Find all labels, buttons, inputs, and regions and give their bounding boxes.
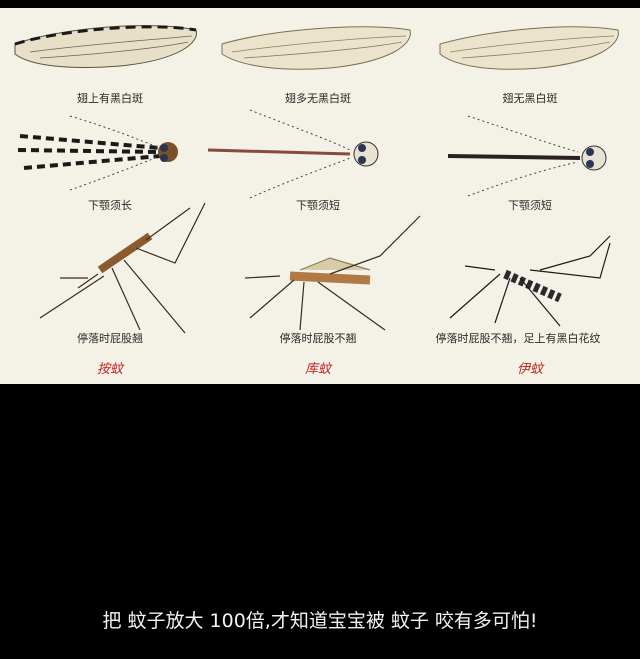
label-rest-anopheles: 停落时屁股翘	[77, 332, 143, 345]
label-wing-culex: 翅多无黑白斑	[285, 92, 351, 105]
mosquito-culex-resting	[244, 215, 421, 331]
caption-text: 把 蚊子放大 100倍,才知道宝宝被 蚊子 咬有多可怕!	[102, 610, 538, 632]
label-rest-aedes: 停落时屁股不翘，足上有黑白花纹	[435, 332, 601, 345]
wing-culex	[221, 26, 411, 70]
mosquito-illustration	[14, 25, 619, 334]
wing-anopheles	[14, 25, 197, 68]
species-culex: 库蚊	[304, 362, 331, 377]
illustration-panel: 翅上有黑白斑 下颚须长 停落时屁股翘 按蚊 翅多无黑白斑 下颚须短 停落时屁股不…	[0, 8, 640, 384]
head-anopheles	[17, 115, 178, 191]
species-anopheles: 按蚊	[96, 362, 123, 377]
label-palp-anopheles: 下颚须长	[88, 199, 132, 212]
wing-aedes	[439, 26, 619, 70]
label-palp-aedes: 下颚须短	[508, 199, 552, 212]
mosquito-aedes-resting	[449, 235, 611, 327]
label-wing-anopheles: 翅上有黑白斑	[77, 92, 143, 105]
head-culex	[207, 109, 379, 199]
label-wing-aedes: 翅无黑白斑	[502, 92, 558, 105]
label-palp-culex: 下颚须短	[296, 199, 340, 212]
head-aedes	[447, 115, 607, 197]
label-rest-culex: 停落时屁股不翘	[279, 332, 357, 345]
species-aedes: 伊蚊	[516, 362, 543, 377]
mosquito-anopheles-resting	[39, 202, 206, 334]
